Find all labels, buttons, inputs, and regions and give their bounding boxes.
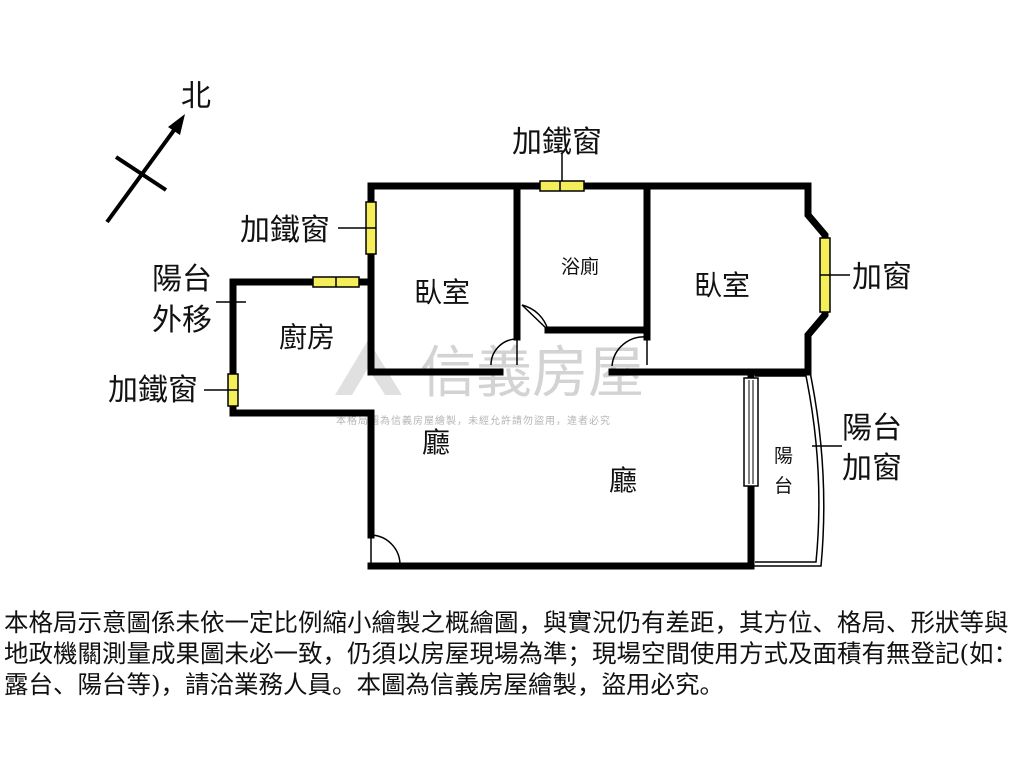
annotation-window-left-lower: 加鐵窗: [108, 373, 198, 408]
room-label-balcony-2: 台: [774, 475, 793, 497]
bedroom-door: [490, 337, 518, 366]
room-label-kitchen: 廚房: [279, 321, 335, 354]
annotation-balcony-move-1: 陽台: [152, 262, 212, 297]
room-label-balcony-1: 陽: [774, 445, 793, 467]
room-label-bedroom-right: 臥室: [694, 269, 750, 302]
watermark-note: 本格局圖為信義房屋繪製，未經允許請勿盜用，違者必究: [336, 414, 611, 427]
balcony-outline: [751, 371, 825, 567]
floor-plan-diagram: 信義房屋 本格局圖為信義房屋繪製，未經允許請勿盜用，違者必究 北: [105, 79, 912, 570]
annotation-window-left-upper: 加鐵窗: [240, 213, 330, 248]
annotation-balcony-move-2: 外移: [152, 303, 212, 338]
doors: [370, 304, 648, 566]
room-label-living-upper: 廳: [422, 426, 450, 459]
leader-lines: [204, 154, 850, 447]
window-bedroom-right-icon: [819, 237, 831, 313]
disclaimer-text: 本格局示意圖係未依一定比例縮小繪製之概繪圖，與實況仍有差距，其方位、格局、形狀等…: [4, 608, 1019, 699]
windows: [227, 180, 831, 407]
annotation-window-right: 加窗: [852, 260, 912, 295]
window-kitchen-top-icon: [312, 276, 360, 288]
watermark: 信義房屋 本格局圖為信義房屋繪製，未經允許請勿盜用，違者必究: [335, 340, 644, 427]
bedroom-right-door: [611, 336, 648, 367]
window-kitchen-left-icon: [227, 373, 239, 407]
north-label: 北: [181, 79, 211, 114]
annotation-window-top: 加鐵窗: [512, 125, 602, 160]
room-label-living-main: 廳: [609, 464, 637, 497]
window-bedroom-left-icon: [365, 201, 377, 255]
annotation-balcony-window-1: 陽台: [842, 411, 902, 446]
room-label-bedroom-left: 臥室: [414, 276, 470, 309]
entrance-door: [370, 534, 401, 566]
room-label-bathroom: 浴廁: [561, 255, 599, 278]
sliding-door: [743, 377, 759, 487]
bathroom-door: [521, 304, 549, 331]
north-arrow-icon: [105, 114, 185, 224]
window-top-icon: [539, 180, 585, 192]
annotation-balcony-window-2: 加窗: [842, 451, 902, 486]
